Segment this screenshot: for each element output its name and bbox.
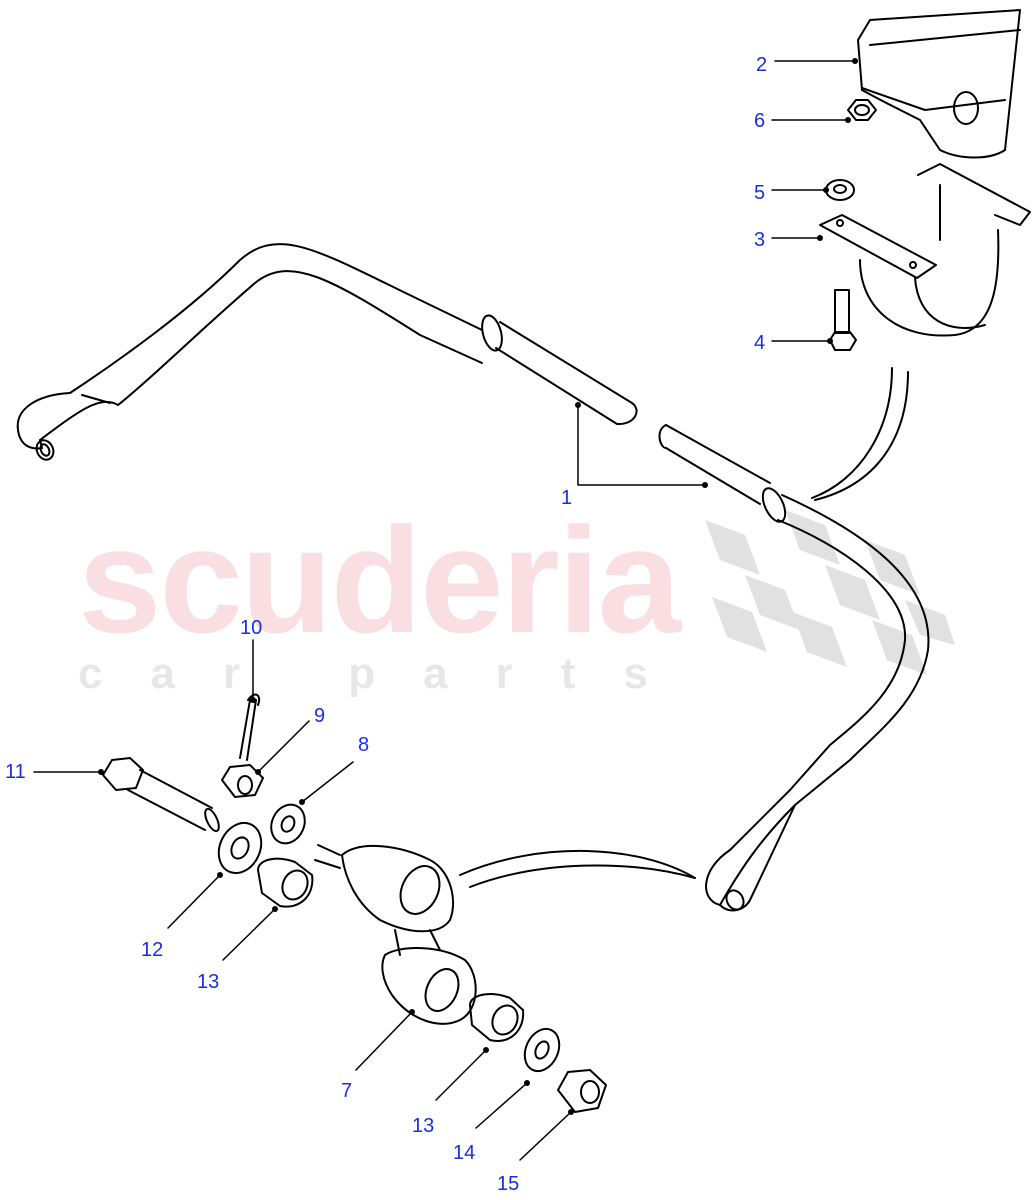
part-6-nut — [847, 99, 877, 121]
callout-10[interactable]: 10 — [240, 617, 263, 639]
watermark-scuderia: scuderia — [78, 496, 681, 664]
callout-14[interactable]: 14 — [453, 1142, 476, 1164]
callout-5[interactable]: 5 — [754, 182, 766, 204]
callout-7[interactable]: 7 — [341, 1080, 353, 1102]
anti-roll-bar-left — [16, 243, 638, 461]
assembly-arrow-upper — [811, 367, 909, 501]
part-13-bush-lower — [469, 993, 525, 1042]
callout-11[interactable]: 11 — [5, 761, 26, 783]
callout-4[interactable]: 4 — [754, 332, 766, 354]
callout-3[interactable]: 3 — [754, 229, 766, 251]
watermark-car-parts: car parts — [78, 649, 696, 698]
part-11-bolt — [102, 757, 220, 833]
part-4-bolt — [829, 289, 857, 351]
part-7-drop-link — [314, 844, 477, 1025]
callout-2[interactable]: 2 — [756, 54, 768, 76]
callout-12[interactable]: 12 — [141, 939, 164, 961]
part-2-bush — [857, 9, 1021, 159]
part-5-washer — [825, 179, 855, 201]
leader-dots — [98, 58, 858, 1115]
part-3-clamp-bracket — [819, 163, 1031, 337]
part-15-nut — [557, 1069, 607, 1113]
checker-flag-watermark — [705, 510, 955, 675]
anti-roll-bar-right — [658, 424, 930, 912]
part-13-bush-upper — [257, 857, 314, 908]
part-10-split-pin — [239, 693, 261, 761]
callout-9[interactable]: 9 — [314, 705, 326, 727]
part-14-washer — [523, 1027, 561, 1073]
callout-6[interactable]: 6 — [754, 110, 766, 132]
callout-1[interactable]: 1 — [561, 487, 573, 509]
leader-lines — [33, 60, 856, 1161]
part-8-washer — [270, 803, 306, 845]
callout-13-upper[interactable]: 13 — [197, 971, 220, 993]
callout-15[interactable]: 15 — [497, 1173, 520, 1195]
part-12-washer — [217, 821, 263, 875]
callout-8[interactable]: 8 — [358, 734, 370, 756]
assembly-arrow-lower — [459, 850, 696, 888]
part-9-castellated-nut — [221, 764, 264, 798]
callout-13-lower[interactable]: 13 — [412, 1115, 435, 1137]
